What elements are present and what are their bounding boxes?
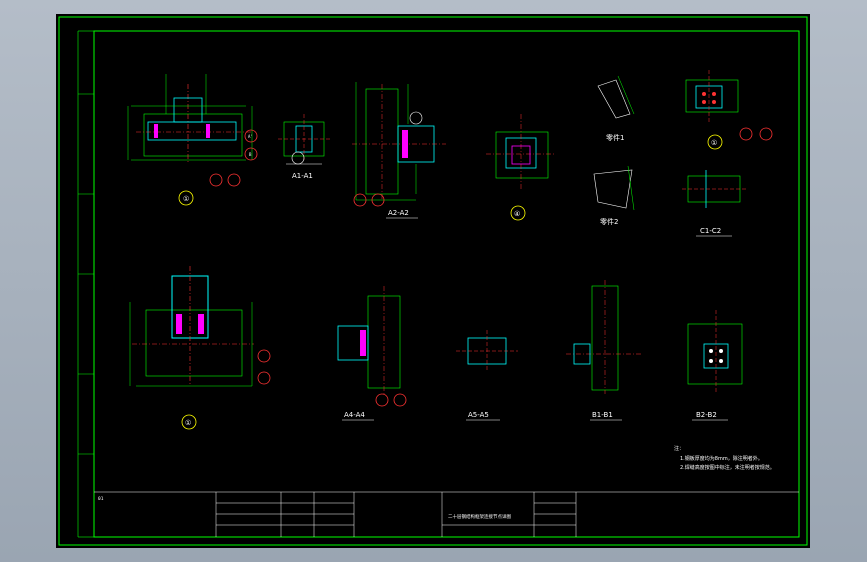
- a5-a5-label: A5-A5: [468, 411, 489, 419]
- section-c1-c2: C1-C2: [682, 170, 746, 237]
- part-2: 零件2: [593, 165, 635, 226]
- notes-line-1: 1.钢板厚度均为8mm，除注明者外。: [680, 455, 763, 462]
- sheet-label: 01: [98, 496, 104, 502]
- detail-4-label: ④: [514, 210, 520, 218]
- section-a4-a4: A4-A4: [337, 286, 407, 421]
- a2-a2-label: A2-A2: [388, 209, 409, 217]
- detail-1-bottom: ①: [129, 266, 271, 430]
- drawing-title: 二十层钢结构框架连接节点详图: [448, 513, 511, 520]
- inner-frame: [93, 30, 800, 538]
- section-b2-b2: B2-B2: [687, 310, 743, 421]
- notes-line-2: 2.焊缝高度按图中标注，未注明者按规范。: [680, 464, 775, 471]
- c1-c2-label: C1-C2: [700, 227, 721, 235]
- detail-1b-label: ①: [185, 419, 191, 427]
- detail-tr-label: ①: [711, 139, 717, 147]
- notes-title: 注：: [674, 445, 684, 452]
- part-2-label: 零件2: [600, 217, 618, 226]
- notes: 注： 1.钢板厚度均为8mm，除注明者外。 2.焊缝高度按图中标注，未注明者按规…: [674, 445, 775, 471]
- outer-frame: [58, 16, 808, 546]
- detail-1-top: ① A' B: [127, 74, 258, 206]
- mark-a-prime-1: A': [248, 134, 253, 139]
- detail-1-label: ①: [183, 195, 189, 203]
- mark-b-1: B: [249, 152, 252, 157]
- b1-b1-label: B1-B1: [592, 411, 613, 419]
- a1-a1-label: A1-A1: [292, 172, 313, 180]
- detail-4: ④: [486, 114, 556, 221]
- a4-a4-label: A4-A4: [344, 411, 365, 419]
- section-a5-a5: A5-A5: [456, 330, 518, 421]
- section-a2-a2: A2-A2: [352, 82, 446, 219]
- drawing-sheet: ① A' B A1-A1 A2-A2 ④: [56, 14, 810, 548]
- detail-top-right: ①: [685, 70, 773, 150]
- section-a1-a1: A1-A1: [278, 114, 330, 180]
- drawing-svg: ① A' B A1-A1 A2-A2 ④: [58, 16, 808, 546]
- part-1-label: 零件1: [606, 133, 624, 142]
- part-1: 零件1: [597, 75, 635, 142]
- title-block: [94, 491, 799, 537]
- b2-b2-label: B2-B2: [696, 411, 717, 419]
- section-b1-b1: B1-B1: [566, 280, 642, 421]
